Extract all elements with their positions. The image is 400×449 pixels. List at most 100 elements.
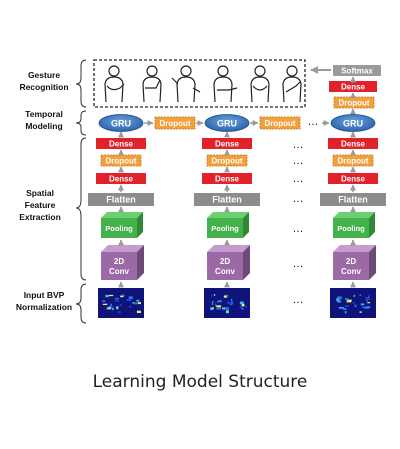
- ellipsis-pooling-row: …: [293, 223, 304, 235]
- bvp-speckle: [136, 299, 140, 302]
- bvp-speckle: [118, 311, 121, 314]
- bvp-speckle: [222, 308, 225, 311]
- output-dropout-label: Dropout: [338, 99, 369, 108]
- flatten-block-3: [320, 193, 386, 206]
- conv-label-line1-3: 2D: [346, 257, 356, 266]
- bvp-speckle: [212, 307, 214, 310]
- bvp-speckle: [108, 294, 114, 297]
- pooling-label-3: Pooling: [337, 224, 365, 233]
- pooling-side-face-1: [137, 212, 143, 238]
- figure-caption: Learning Model Structure: [92, 372, 308, 392]
- conv-block-2: [207, 252, 243, 280]
- bvp-speckle: [339, 299, 342, 302]
- ellipsis-dense2-row: …: [293, 173, 304, 185]
- conv-side-face-1: [137, 245, 144, 280]
- bvp-speckle: [336, 298, 340, 301]
- bvp-speckle: [240, 304, 242, 307]
- dense-top-label-3: Dense: [341, 140, 366, 149]
- gesture-figure-5-icon: [250, 65, 270, 103]
- pooling-top-face-2: [207, 212, 249, 218]
- dropout-label-3: Dropout: [337, 157, 368, 166]
- bvp-speckle: [215, 303, 217, 307]
- bvp-speckle: [367, 302, 371, 304]
- bvp-speckle: [132, 302, 135, 304]
- gru-cell-2-label: GRU: [217, 119, 237, 129]
- dense-top-label-1: Dense: [109, 140, 134, 149]
- flatten-block-2: [194, 193, 260, 206]
- pooling-label-2: Pooling: [211, 224, 239, 233]
- bvp-speckle: [243, 305, 248, 308]
- label-spatial-feature-extraction: Spatial Feature Extraction: [19, 188, 61, 222]
- bvp-speckle: [355, 305, 357, 307]
- pooling-side-face-2: [243, 212, 249, 238]
- pooling-top-face-3: [333, 212, 375, 218]
- svg-text:Gesture: Gesture: [28, 70, 60, 80]
- ellipsis-flatten-row: …: [293, 193, 304, 205]
- bvp-speckle: [227, 301, 232, 304]
- bvp-speckle: [226, 310, 229, 314]
- gru-row: GRU Dropout GRU Dropout … GRU: [98, 114, 376, 132]
- output-dense-block: [329, 81, 377, 92]
- bvp-speckle: [354, 304, 357, 307]
- bvp-speckle: [136, 310, 141, 313]
- svg-text:Spatial: Spatial: [26, 188, 54, 198]
- bvp-speckle: [239, 307, 243, 309]
- bvp-speckle: [240, 303, 245, 307]
- conv-block-3: [333, 252, 369, 280]
- bvp-speckle: [345, 305, 349, 307]
- conv-label-line1-2: 2D: [220, 257, 230, 266]
- bvp-speckle: [129, 305, 132, 308]
- bvp-speckle: [366, 300, 368, 302]
- svg-text:Normalization: Normalization: [16, 302, 72, 312]
- bvp-speckle: [368, 295, 370, 297]
- flatten-block-1: [88, 193, 154, 206]
- bvp-speckle: [344, 311, 347, 314]
- bvp-speckle: [211, 301, 215, 303]
- gesture-figure-2-icon: [142, 65, 162, 103]
- gru-dropout-1: [154, 116, 196, 130]
- gesture-figure-3-icon: [171, 65, 201, 103]
- flatten-label-1: Flatten: [106, 195, 136, 205]
- bvp-speckle: [105, 294, 109, 298]
- pooling-block-2: [207, 218, 243, 238]
- pooling-block-1: [101, 218, 137, 238]
- bvp-speckle: [110, 306, 114, 309]
- bvp-speckle: [216, 305, 222, 308]
- bvp-speckle: [213, 294, 216, 296]
- column-ellipses: … … … … … … …: [293, 139, 304, 306]
- bvp-speckle: [116, 306, 119, 310]
- conv-label-line2-1: Conv: [109, 267, 130, 276]
- bvp-speckle: [211, 295, 214, 297]
- bvp-speckle: [210, 307, 214, 311]
- bvp-speckle: [106, 308, 109, 310]
- dropout-label-2: Dropout: [211, 157, 242, 166]
- feature-columns: DenseDropoutDenseFlattenPooling2DConvDen…: [88, 131, 386, 318]
- bvp-speckle: [345, 298, 349, 300]
- gru-cell-1-label: GRU: [111, 119, 131, 129]
- flatten-label-2: Flatten: [212, 195, 242, 205]
- bvp-speckle: [223, 295, 227, 298]
- bvp-speckle: [337, 296, 342, 299]
- bvp-speckle: [119, 294, 123, 296]
- bvp-speckle: [337, 299, 341, 303]
- conv-block-1: [101, 252, 137, 280]
- bvp-speckle: [242, 308, 244, 310]
- svg-text:Recognition: Recognition: [19, 82, 68, 92]
- bvp-speckle: [346, 300, 351, 303]
- dense-block-bottom-1: [96, 173, 146, 184]
- dense-block-top-2: [202, 138, 252, 149]
- svg-text:Temporal: Temporal: [25, 109, 63, 119]
- dense-bottom-label-2: Dense: [215, 175, 240, 184]
- bvp-speckle: [133, 302, 138, 305]
- bvp-speckle: [224, 307, 229, 310]
- bvp-speckle: [102, 300, 106, 302]
- dropout-label-1: Dropout: [105, 157, 136, 166]
- bvp-speckle: [114, 300, 120, 302]
- bvp-speckle: [110, 303, 112, 307]
- bvp-speckle: [102, 303, 108, 305]
- gru-cell-3-label: GRU: [343, 119, 363, 129]
- conv-side-face-3: [369, 245, 376, 280]
- bvp-speckle: [114, 298, 119, 300]
- gru-dropout-1-label: Dropout: [159, 119, 190, 128]
- bvp-speckle: [211, 302, 213, 306]
